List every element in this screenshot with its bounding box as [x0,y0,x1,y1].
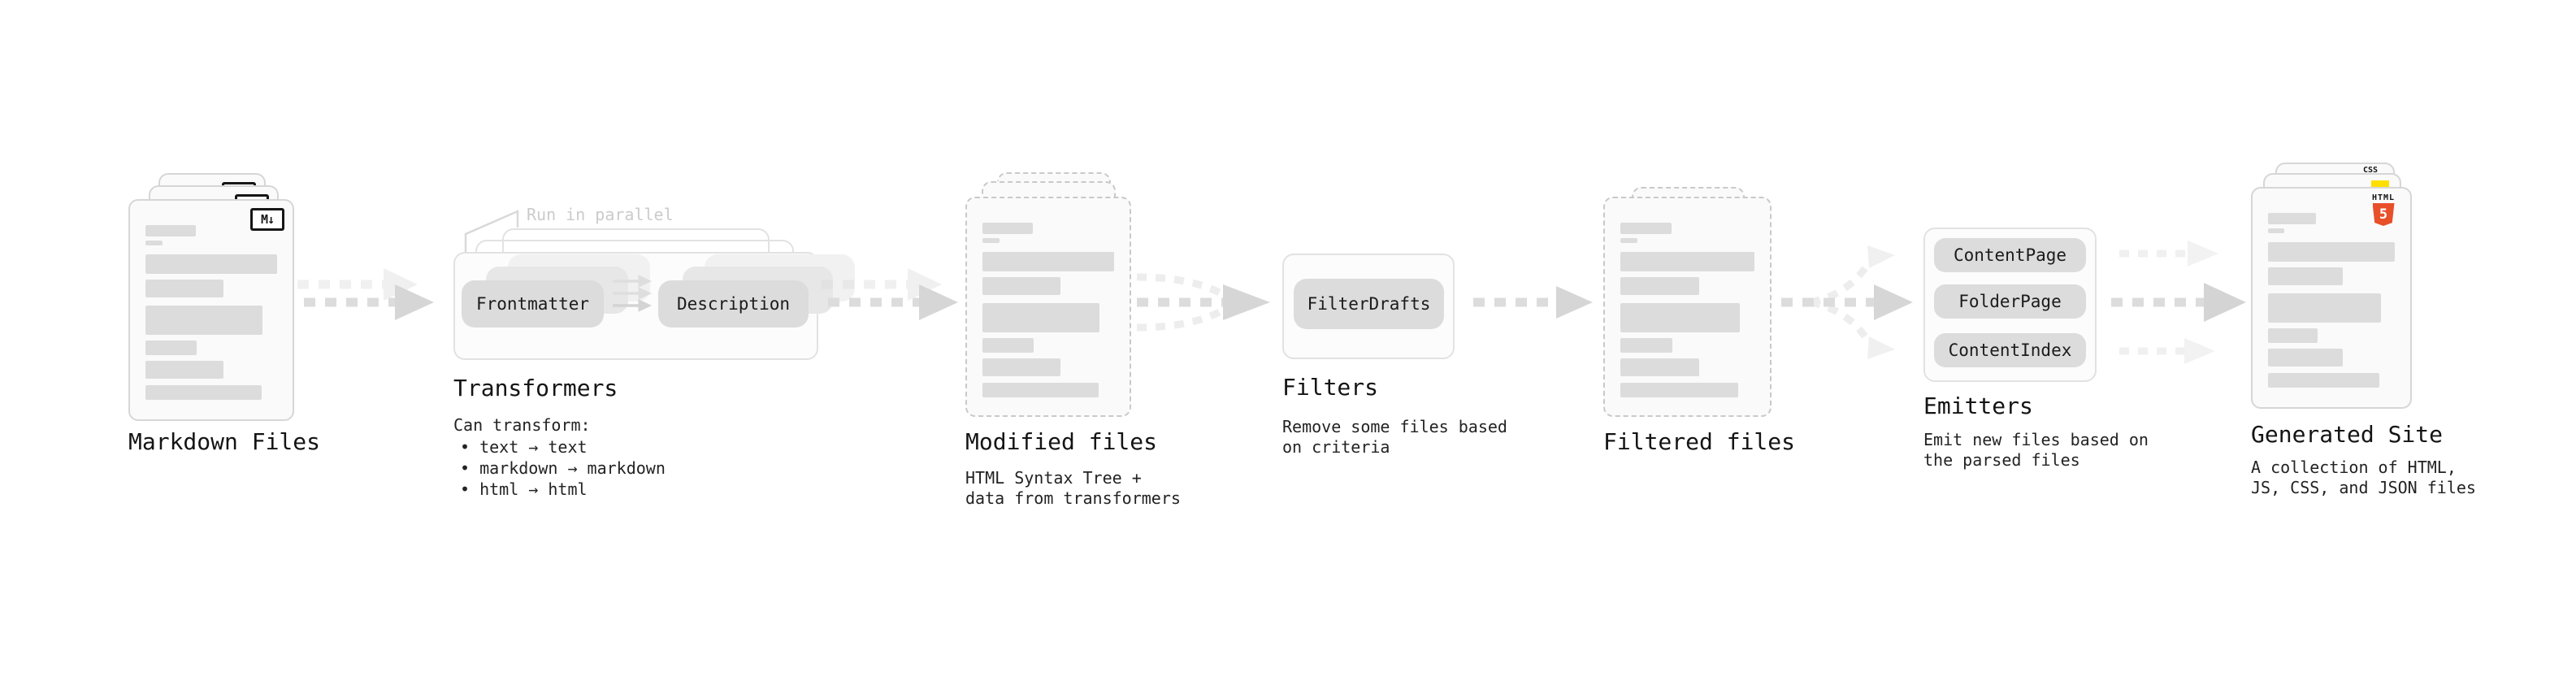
arrow-emitters-to-generated [2111,241,2246,364]
annotation-connector-line [464,210,519,252]
emitters-desc-line: Emit new files based on [1923,430,2149,449]
transformers-bullet: • text → text [460,437,588,457]
skeleton-line [982,338,1034,353]
filter-pill-filterdrafts: FilterDrafts [1294,279,1444,329]
arrow-filters-to-filtered [1473,286,1593,319]
transformers-bullet: • markdown → markdown [460,458,666,478]
filters-desc-line: on criteria [1282,437,1390,457]
generated-file-card-html: HTML 5 [2251,187,2412,409]
skeleton-line [145,340,197,355]
emitter-pill-label: ContentPage [1953,245,2067,265]
stage-label-generated-site: Generated Site [2251,421,2444,448]
skeleton-line [2268,293,2381,323]
skeleton-line [982,303,1100,332]
emitter-pill-label: ContentIndex [1948,340,2072,360]
skeleton-line [2268,213,2317,224]
skeleton-line [1620,303,1740,332]
skeleton-line [982,277,1060,295]
arrow-markdown-to-transformers [297,268,434,320]
skeleton-line [145,306,263,335]
html5-icon-shield: 5 [2372,203,2395,226]
skeleton-line [2268,242,2395,262]
document-skeleton [145,225,277,400]
filter-pill-label: FilterDrafts [1307,294,1431,314]
skeleton-line [2268,349,2344,367]
stage-label-filters: Filters [1282,374,1379,401]
skeleton-line [145,280,223,297]
skeleton-line [145,254,277,274]
html5-icon-word: HTML [2371,193,2396,202]
skeleton-line [2268,373,2380,388]
skeleton-line [982,252,1114,271]
emitter-pill-label: FolderPage [1958,292,2062,311]
skeleton-line [2268,228,2285,233]
generated-desc-line: A collection of HTML, [2251,458,2457,477]
modified-file-card-front [965,197,1131,417]
skeleton-line [1620,252,1754,271]
document-skeleton [2268,213,2395,388]
emitter-pill-contentpage: ContentPage [1934,238,2086,272]
skeleton-line [982,238,1000,243]
stage-label-modified-files: Modified files [965,428,1158,455]
filters-desc-line: Remove some files based [1282,417,1507,436]
js-icon [2371,180,2389,189]
emitter-pill-contentindex: ContentIndex [1934,333,2086,367]
skeleton-line [1620,338,1673,353]
skeleton-line [1620,223,1672,234]
skeleton-line [145,225,196,236]
generated-desc-line: JS, CSS, and JSON files [2251,478,2476,497]
skeleton-line [1620,238,1638,243]
markdown-file-card-front: M↓ [128,199,294,421]
skeleton-line [145,361,223,379]
arrow-transformers-to-modified [822,268,958,320]
transformer-pill-label: Frontmatter [475,294,590,314]
transformer-pill-label: Description [676,294,791,314]
transformer-pill-frontmatter: Frontmatter [462,280,604,327]
skeleton-line [145,385,262,400]
document-skeleton [1620,223,1754,397]
skeleton-line [1620,383,1739,397]
skeleton-line [1620,277,1700,295]
transformers-desc-title: Can transform: [453,415,591,435]
arrow-modified-to-filters [1136,273,1270,332]
skeleton-line [2268,328,2318,343]
html5-icon-number: 5 [2379,206,2388,223]
stage-label-markdown-files: Markdown Files [128,428,321,455]
stage-label-filtered-files: Filtered files [1603,428,1796,455]
markdown-icon: M↓ [250,208,284,231]
transformer-pill-description: Description [658,280,809,327]
skeleton-line [982,223,1033,234]
run-in-parallel-annotation: Run in parallel [527,205,674,224]
filtered-file-card-front [1603,197,1772,417]
transformers-bullet: • html → html [460,479,588,499]
skeleton-line [982,383,1099,397]
css-icon-label: CSS [2362,166,2379,175]
modified-desc-line: data from transformers [965,488,1181,508]
document-skeleton [982,223,1114,397]
skeleton-line [145,241,163,245]
arrow-filtered-to-emitters [1781,245,1913,359]
stage-label-emitters: Emitters [1923,393,2033,419]
skeleton-line [982,358,1060,376]
emitters-desc-line: the parsed files [1923,450,2080,470]
markdown-icon-label: M↓ [260,212,275,227]
skeleton-line [1620,358,1700,376]
skeleton-line [2268,267,2344,285]
stage-label-transformers: Transformers [453,375,618,401]
modified-desc-line: HTML Syntax Tree + [965,468,1142,488]
parallel-flow-arrows-icon [613,275,653,312]
html5-icon: HTML 5 [2366,193,2401,226]
emitter-pill-folderpage: FolderPage [1934,284,2086,319]
